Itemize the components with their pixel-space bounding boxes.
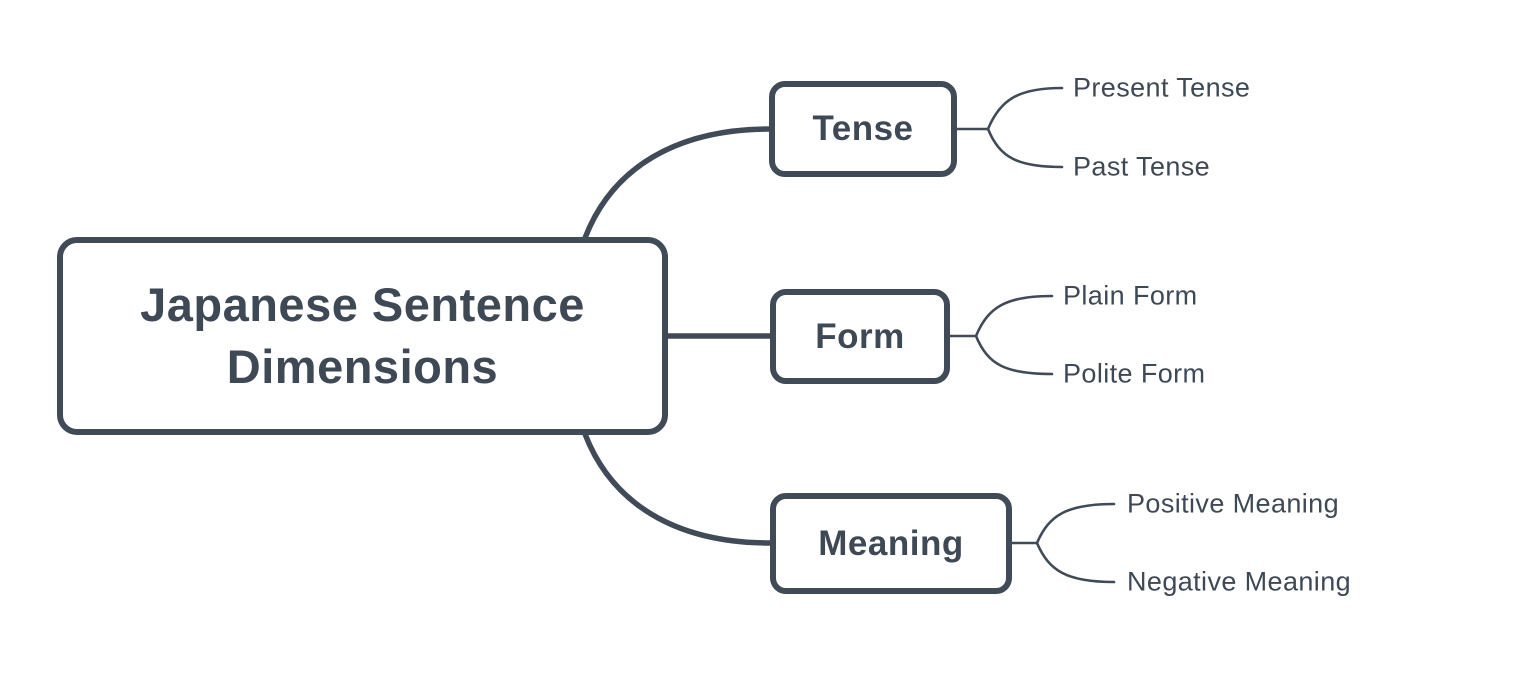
connector-meaning-negative — [1035, 541, 1116, 584]
leaf-node-plain-form[interactable]: Plain Form — [1063, 280, 1198, 311]
leaf-node-present-tense[interactable]: Present Tense — [1073, 72, 1251, 103]
connector-tense-present — [986, 86, 1064, 131]
branch-node-form-label: Form — [815, 316, 905, 356]
branch-node-meaning-label: Meaning — [818, 523, 964, 563]
branch-node-tense-label: Tense — [812, 109, 914, 148]
connector-root-tense — [582, 126, 773, 241]
connector-form-polite — [974, 334, 1054, 376]
connector-meaning-positive — [1035, 502, 1116, 545]
branch-node-tense[interactable]: Tense — [769, 81, 957, 177]
connector-root-meaning — [582, 431, 773, 546]
leaf-node-positive-meaning[interactable]: Positive Meaning — [1127, 488, 1340, 519]
branch-node-meaning[interactable]: Meaning — [770, 493, 1012, 594]
connector-form-plain — [974, 294, 1054, 338]
connector-tense-past — [986, 127, 1064, 169]
root-node[interactable]: Japanese Sentence Dimensions — [57, 237, 668, 435]
leaf-node-polite-form[interactable]: Polite Form — [1063, 358, 1206, 389]
leaf-node-negative-meaning[interactable]: Negative Meaning — [1127, 566, 1352, 597]
branch-node-form[interactable]: Form — [770, 289, 950, 384]
leaf-node-past-tense[interactable]: Past Tense — [1073, 151, 1211, 182]
root-node-label: Japanese Sentence Dimensions — [140, 277, 585, 393]
